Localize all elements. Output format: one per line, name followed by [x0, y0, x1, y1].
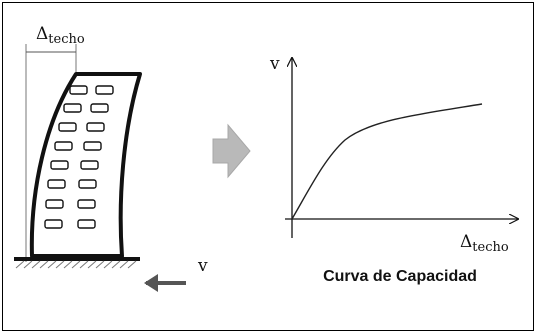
window: [95, 85, 114, 95]
x-axis-label: Δtecho: [460, 232, 509, 255]
base-shear-label: v: [198, 256, 208, 276]
window: [45, 199, 64, 209]
ground-hatch: [15, 260, 137, 269]
window: [47, 179, 66, 189]
x-axis-subscript: techo: [472, 240, 509, 255]
building-windows: [44, 85, 114, 229]
window: [83, 141, 102, 151]
roof-drift-label: Δtecho: [36, 24, 85, 47]
y-axis-label: v: [270, 54, 280, 74]
transition-arrow: [212, 123, 251, 179]
window: [77, 199, 96, 209]
base-shear-arrow: [144, 274, 186, 292]
capacity-curve-plot: [285, 58, 518, 238]
window: [54, 141, 73, 151]
x-axis-symbol: Δ: [460, 232, 473, 252]
building-diagram: [14, 44, 186, 292]
capacity-curve: [291, 103, 483, 220]
window: [50, 160, 69, 170]
drift-symbol: Δ: [36, 24, 49, 44]
window: [78, 179, 97, 189]
window: [58, 122, 77, 132]
window: [80, 160, 99, 170]
window: [69, 85, 88, 95]
window: [77, 219, 96, 229]
window: [86, 122, 105, 132]
window: [63, 103, 82, 113]
drift-subscript: techo: [48, 32, 85, 47]
window: [44, 219, 63, 229]
window: [90, 103, 109, 113]
capacity-curve-caption: Curva de Capacidad: [323, 268, 477, 285]
